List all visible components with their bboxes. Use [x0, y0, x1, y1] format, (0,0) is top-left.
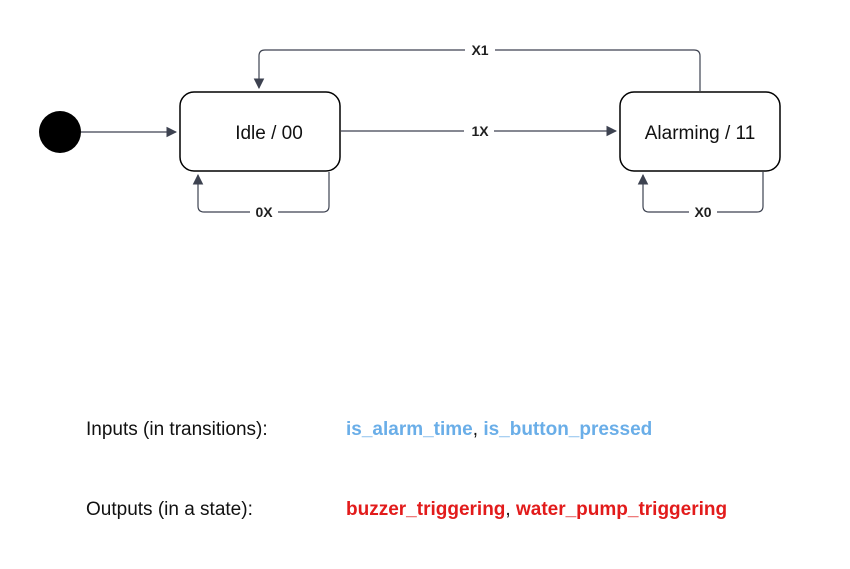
input-signal: is_button_pressed [483, 419, 653, 440]
transition-idle-self-loop: 0X [192, 172, 330, 221]
state-alarming-label: Alarming / 11 [645, 123, 756, 144]
legend-outputs-row: Outputs (in a state):buzzer_triggering, … [86, 499, 727, 521]
input-signal: is_alarm_time [346, 419, 473, 440]
state-idle: Idle / 00 [179, 91, 341, 172]
transition-idle-to-alarming-label: 1X [471, 123, 489, 139]
output-signal: buzzer_triggering [346, 499, 506, 520]
legend-outputs-label: Outputs (in a state): [86, 499, 253, 520]
legend-separator: , [472, 419, 479, 440]
initial-state-node [39, 111, 81, 153]
transition-alarming-to-idle: X1 [253, 41, 701, 91]
legend-inputs-row: Inputs (in transitions): is_alarm_time, i… [86, 419, 652, 441]
transition-idle-self-loop-label: 0X [255, 204, 273, 220]
transition-alarming-self-loop: X0 [637, 172, 764, 221]
legend-separator: , [505, 499, 511, 520]
state-alarming-box [619, 91, 781, 172]
state-alarming: Alarming / 11 [619, 91, 781, 172]
transition-idle-to-alarming: 1X [341, 122, 618, 140]
transition-alarming-to-idle-label: X1 [471, 42, 488, 58]
transition-alarming-self-loop-label: X0 [694, 204, 711, 220]
state-idle-box [179, 91, 341, 172]
state-idle-label: Idle / 00 [235, 123, 303, 144]
output-signal: water_pump_triggering [515, 499, 728, 520]
legend-inputs-label: Inputs (in transitions): [86, 419, 268, 440]
